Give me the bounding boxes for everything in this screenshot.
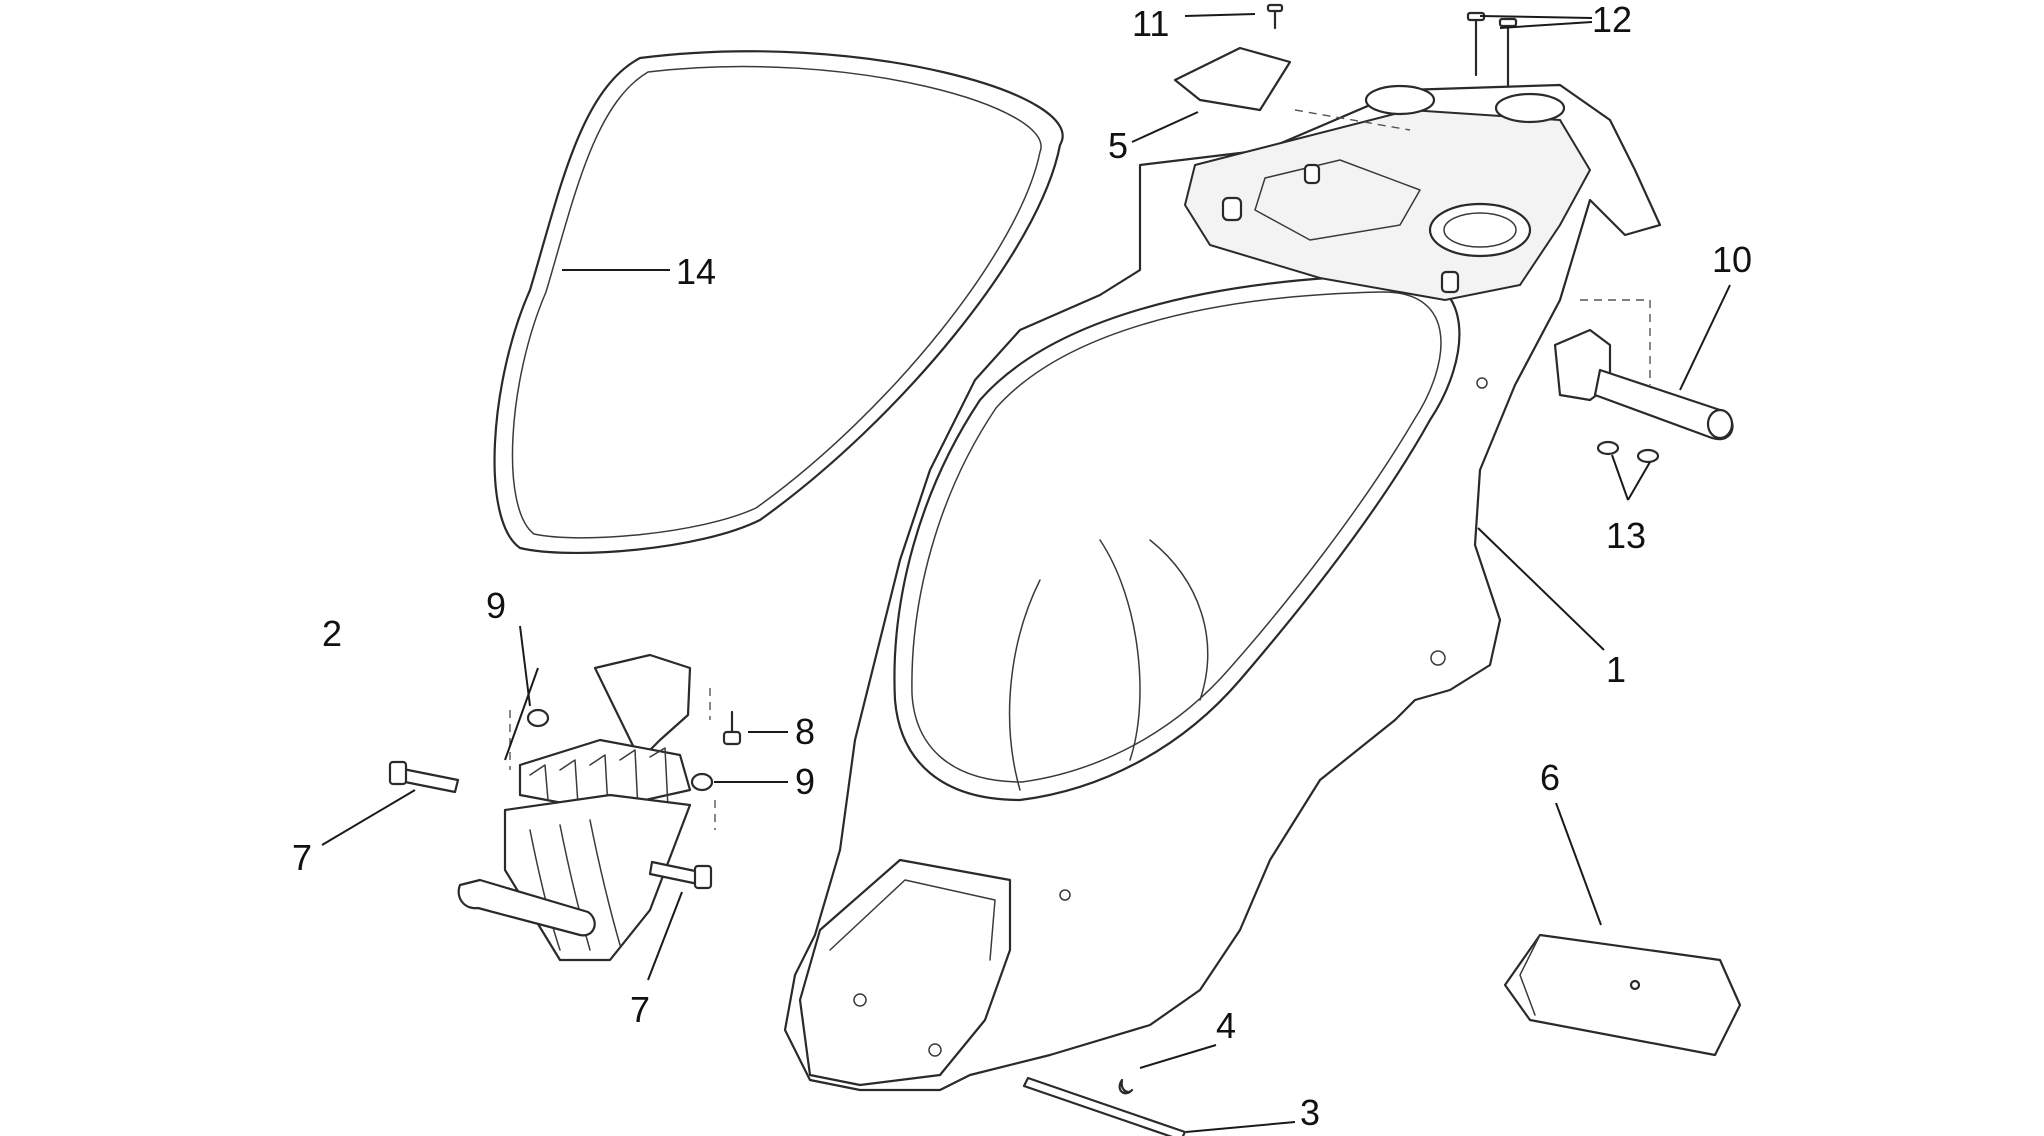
pivot-pin (1022, 1076, 1187, 1136)
callout-5: 5 (1108, 125, 1128, 166)
mounting-bolts (388, 760, 713, 890)
callout-11: 11 (1132, 3, 1169, 44)
callout-13: 13 (1606, 515, 1646, 556)
cover-plate (1173, 46, 1292, 112)
rubber-pad (1503, 933, 1742, 1057)
callout-7a: 7 (292, 837, 312, 878)
long-screws (1466, 11, 1518, 87)
callout-9b: 9 (795, 761, 815, 802)
retaining-clip (1118, 1078, 1134, 1095)
bracket-nuts (526, 708, 714, 792)
hinge-nuts (1596, 440, 1660, 464)
small-screw (1266, 3, 1284, 30)
callout-12: 12 (1592, 0, 1632, 40)
callout-3: 3 (1300, 1092, 1320, 1133)
callout-14: 14 (676, 251, 716, 292)
callout-6: 6 (1540, 757, 1560, 798)
callout-labels: 1 2 3 4 5 6 7 7 8 9 9 10 11 12 13 14 (292, 0, 1752, 1133)
callout-1: 1 (1606, 649, 1626, 690)
hinge-pin-assembly (1553, 328, 1734, 441)
helmet-compartment-body (783, 83, 1662, 1092)
small-bolt (722, 710, 742, 746)
callout-9a: 9 (486, 585, 506, 626)
callout-8: 8 (795, 711, 815, 752)
callout-4: 4 (1216, 1005, 1236, 1046)
callout-2: 2 (322, 613, 342, 654)
regulator-bracket (457, 653, 692, 962)
callout-7b: 7 (630, 989, 650, 1030)
callout-10: 10 (1712, 239, 1752, 280)
leader-lines (321, 13, 1731, 1133)
alignment-lines (509, 109, 1651, 830)
gasket-seal-ring (493, 50, 1064, 555)
